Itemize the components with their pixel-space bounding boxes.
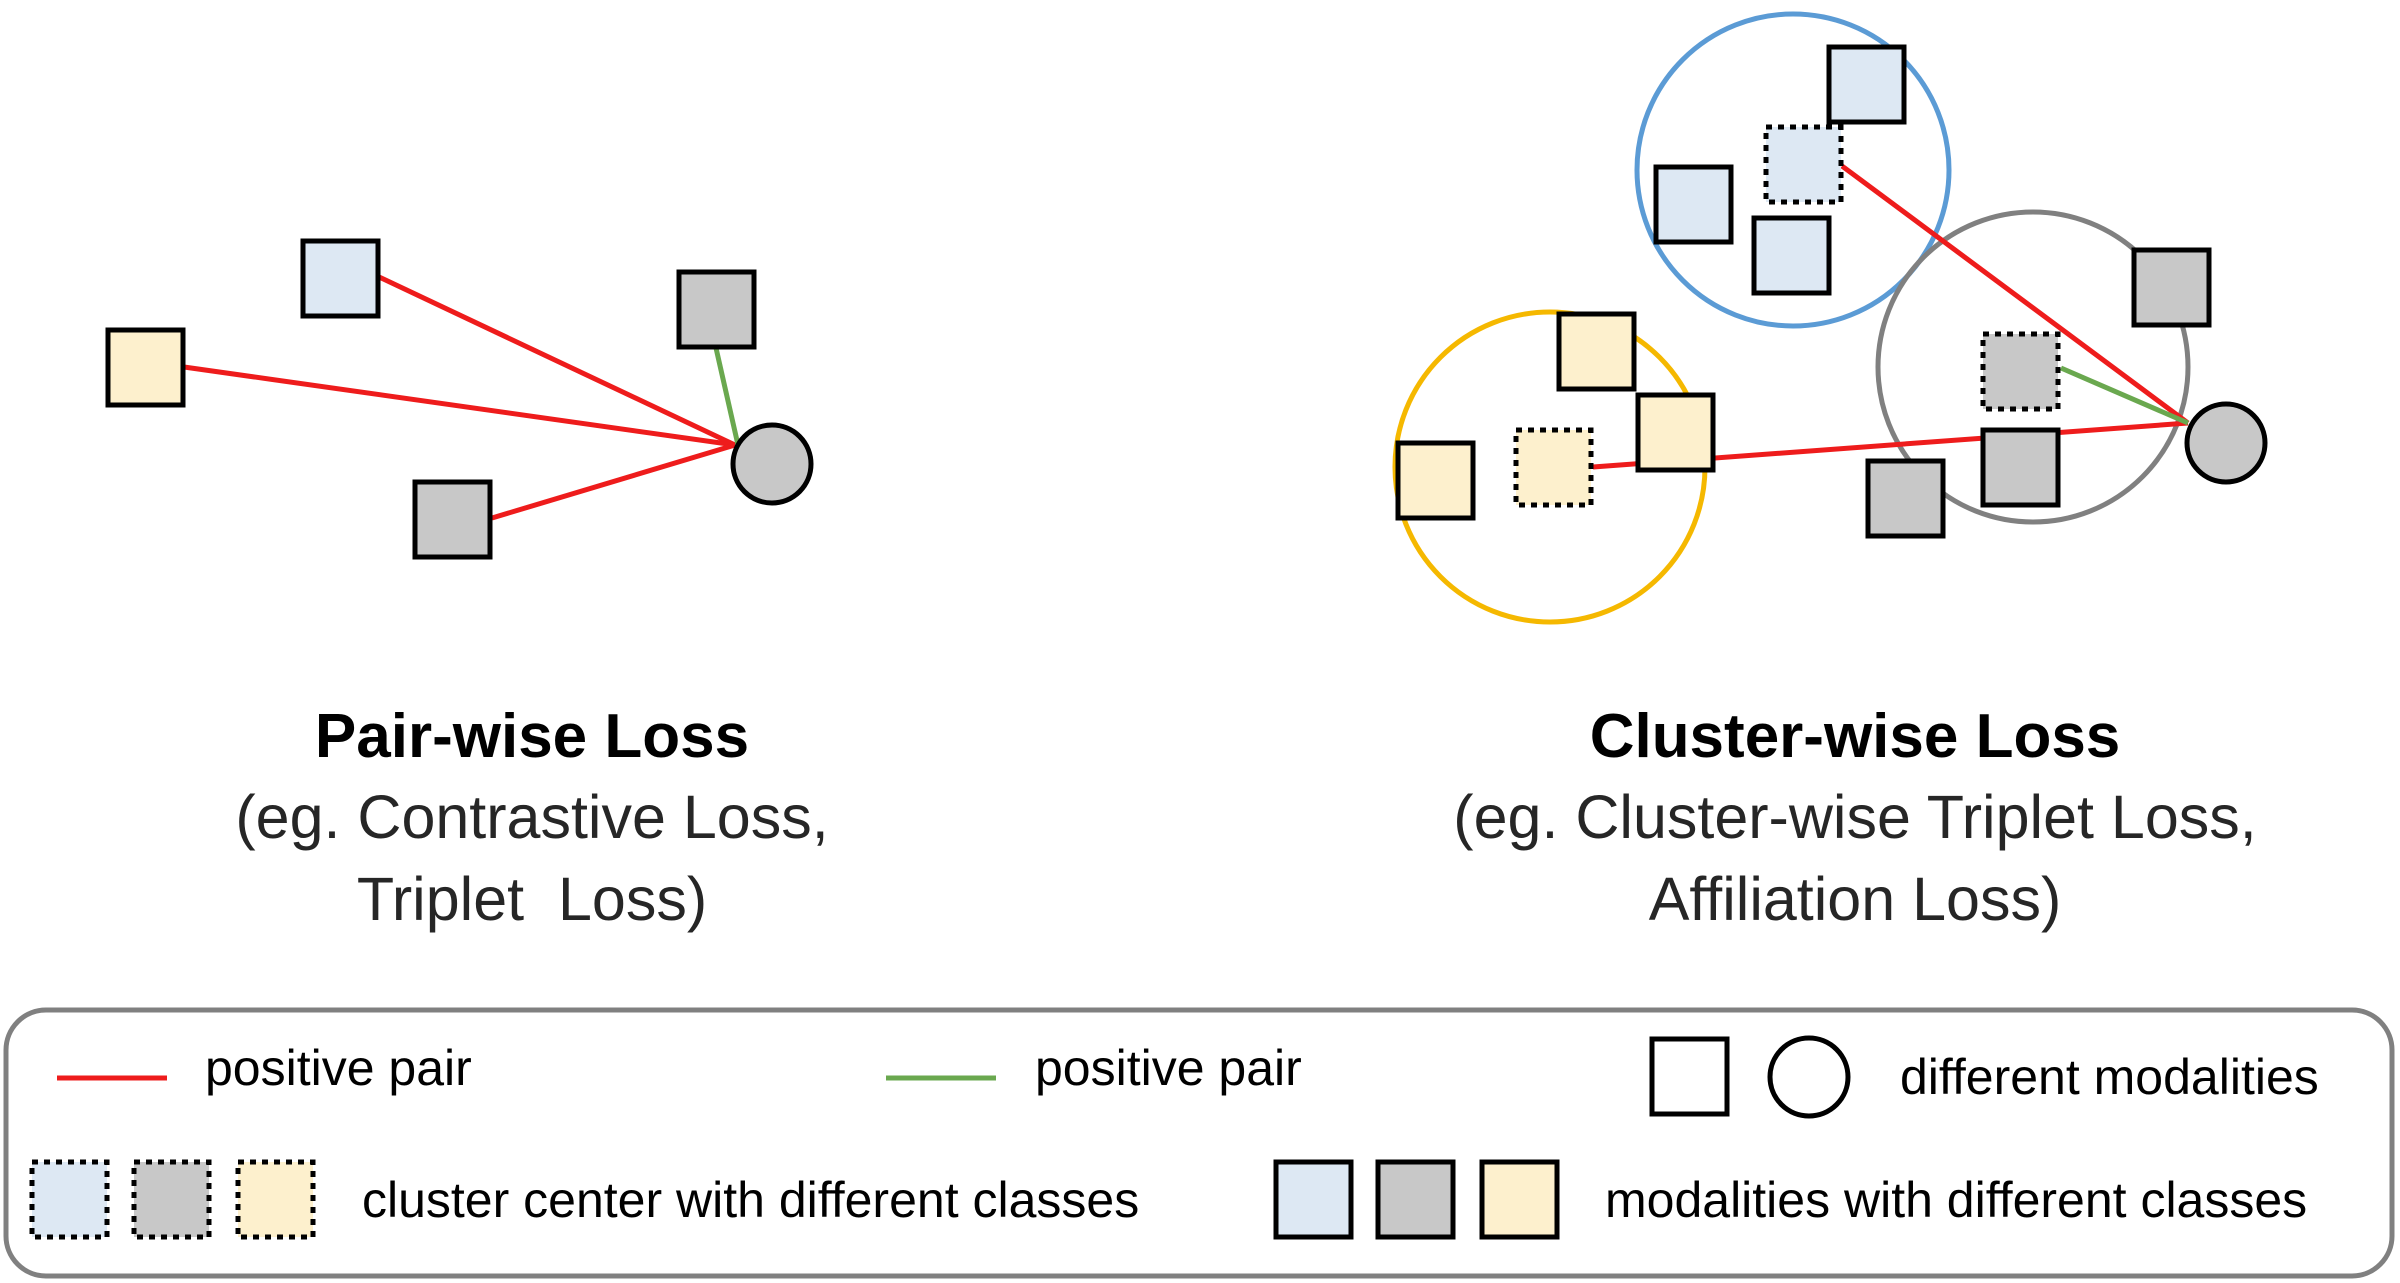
cluster-center-gray: [1980, 331, 2061, 412]
legend-center-gray-icon: [131, 1159, 212, 1240]
cluster-square-yellow-3: [1395, 440, 1476, 521]
pairwise-square-yellow: [105, 327, 186, 408]
cluster-square-gray-2: [1865, 458, 1946, 539]
cluster-center-blue: [1763, 124, 1844, 205]
cluster-square-yellow-1: [1556, 311, 1637, 392]
cluster-square-yellow-2: [1635, 392, 1716, 473]
cluster-center-yellow: [1513, 427, 1594, 508]
legend-class-modalities-label: modalities with different classes: [1605, 1172, 2307, 1228]
legend-red-line-label: positive pair: [205, 1040, 472, 1096]
legend-class-yellow-icon: [1479, 1159, 1560, 1240]
legend-modalities-label: different modalities: [1900, 1049, 2319, 1105]
clusterwise-panel: Cluster-wise Loss (eg. Cluster-wise Trip…: [1392, 11, 2268, 933]
legend-center-blue-icon: [29, 1159, 110, 1240]
legend-cluster-center-label: cluster center with different classes: [362, 1172, 1139, 1228]
pairwise-square-gray-top: [676, 269, 757, 350]
pairwise-title: Pair-wise Loss: [315, 702, 749, 771]
cluster-square-blue-3: [1751, 215, 1832, 296]
pairwise-subtitle-line2: Triplet Loss): [357, 865, 707, 933]
legend-square-modality-icon: [1649, 1036, 1730, 1117]
legend: positive pair positive pair different mo…: [3, 1007, 2395, 1279]
pairwise-red-line-gray: [491, 442, 736, 521]
pairwise-red-line-yellow: [183, 364, 736, 448]
cluster-circle-blue: [1634, 11, 1952, 329]
legend-center-yellow-icon: [235, 1159, 316, 1240]
cluster-square-gray-1: [1980, 427, 2061, 508]
clusterwise-title: Cluster-wise Loss: [1590, 702, 2121, 771]
pairwise-anchor-circle: [730, 422, 814, 506]
legend-green-line-label: positive pair: [1035, 1040, 1302, 1096]
cluster-square-gray-outlier: [2131, 247, 2212, 328]
cluster-green-line-gray-center: [2060, 365, 2189, 426]
cluster-square-blue-1: [1826, 44, 1907, 125]
clusterwise-subtitle-line1: (eg. Cluster-wise Triplet Loss,: [1453, 783, 2256, 851]
pairwise-subtitle-line1: (eg. Contrastive Loss,: [235, 783, 828, 851]
pairwise-square-gray-bottom: [412, 479, 493, 560]
cluster-square-blue-2: [1653, 164, 1734, 245]
cluster-anchor-circle: [2184, 401, 2268, 485]
pairwise-panel: Pair-wise Loss (eg. Contrastive Loss, Tr…: [105, 238, 829, 933]
clusterwise-subtitle-line2: Affiliation Loss): [1649, 865, 2062, 933]
pairwise-red-line-blue: [375, 273, 737, 448]
pairwise-green-line: [713, 347, 741, 446]
cluster-red-line-blue-center: [1840, 163, 2190, 426]
cluster-circle-gray: [1875, 209, 2191, 525]
legend-class-blue-icon: [1273, 1159, 1354, 1240]
legend-class-gray-icon: [1375, 1159, 1456, 1240]
legend-circle-modality-icon: [1767, 1035, 1851, 1119]
pairwise-square-blue: [300, 238, 381, 319]
